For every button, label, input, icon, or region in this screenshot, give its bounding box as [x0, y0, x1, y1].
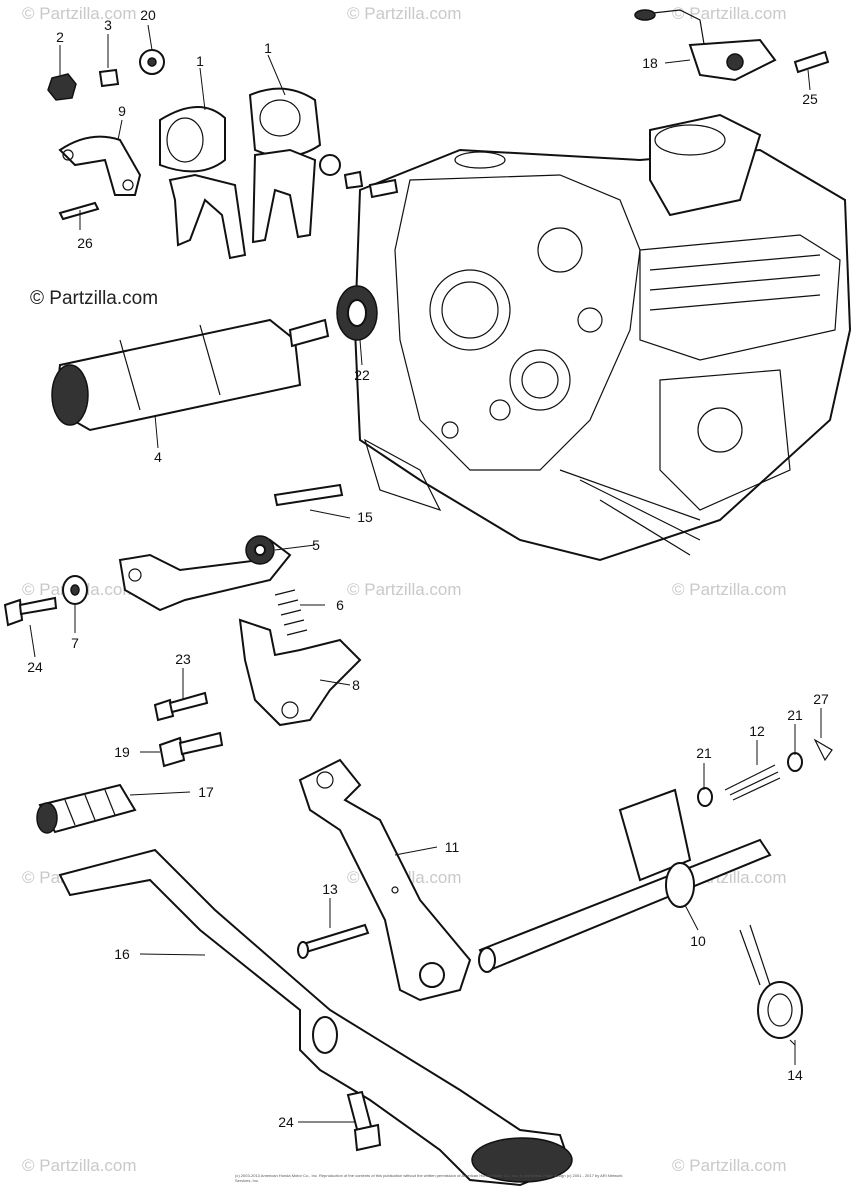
brake-shaft-drawing	[478, 788, 772, 973]
callout-number: 5	[312, 537, 320, 553]
watermark-text: © Partzilla.com	[672, 4, 787, 23]
callout-number: 21	[787, 707, 803, 723]
callout-number: 19	[114, 744, 130, 760]
watermark-text: © Partzilla.com	[672, 1156, 787, 1175]
watermark-text: © Partzilla.com	[22, 4, 137, 23]
watermark-text: © Partzilla.com	[347, 580, 462, 599]
callout-number: 6	[336, 597, 344, 613]
watermark-text: © Partzilla.com	[347, 4, 462, 23]
callout-number: 20	[140, 7, 156, 23]
copyright-footer: (c) 2003-2013 American Honda Motor Co., …	[235, 1173, 623, 1183]
callout-number: 17	[198, 784, 214, 800]
watermark-text: © Partzilla.com	[22, 1156, 137, 1175]
return-spring-drawing	[739, 924, 803, 1039]
rubber-drawing	[36, 783, 137, 834]
callout-number: 10	[690, 933, 706, 949]
lower-bolt-drawing	[346, 1090, 382, 1152]
callout-number: 27	[813, 691, 829, 707]
callout-number: 3	[104, 17, 112, 33]
callout-number: 2	[56, 29, 64, 45]
shift-drum-drawing	[51, 318, 330, 432]
brake-arm-drawing	[298, 758, 472, 1002]
bolts-drawing	[153, 691, 224, 768]
callout-number: 4	[154, 449, 162, 465]
bearing-drawing	[336, 285, 378, 341]
callout-number: 13	[322, 881, 338, 897]
callout-number: 26	[77, 235, 93, 251]
callout-number: 21	[696, 745, 712, 761]
pin-drawing	[297, 923, 370, 959]
spring-washer-clip-drawing	[697, 738, 833, 807]
callout-number: 14	[787, 1067, 803, 1083]
callout-number: 12	[749, 723, 765, 739]
callout-number: 16	[114, 946, 130, 962]
callout-number: 25	[802, 91, 818, 107]
callouts: 1 1 2 3 20 9 26 4 22 15 5 6 7 24 8 23 19…	[27, 7, 829, 1130]
leader-lines	[29, 24, 822, 1123]
gear-shift-arm-drawing	[238, 618, 362, 727]
callout-number: 24	[278, 1114, 294, 1130]
callout-number: 23	[175, 651, 191, 667]
callout-number: 22	[354, 367, 370, 383]
switch-drawing	[634, 9, 830, 82]
callout-number: 24	[27, 659, 43, 675]
brake-pedal-drawing	[58, 848, 573, 1187]
callout-number: 7	[71, 635, 79, 651]
callout-number: 18	[642, 55, 658, 71]
crankcase-drawing	[353, 113, 852, 562]
watermark-text: © Partzilla.com	[672, 580, 787, 599]
stud-drawing	[273, 483, 344, 507]
stopper-arm-drawing	[118, 535, 292, 612]
brand-text: © Partzilla.com	[30, 288, 159, 309]
callout-number: 1	[264, 40, 272, 56]
shift-fork-drawing	[159, 87, 322, 260]
callout-number: 1	[196, 53, 204, 69]
callout-number: 15	[357, 509, 373, 525]
washer-bolt-drawing	[3, 575, 88, 627]
callout-number: 9	[118, 103, 126, 119]
callout-number: 8	[352, 677, 360, 693]
callout-number: 11	[445, 839, 460, 855]
spring-drawing	[274, 589, 308, 636]
